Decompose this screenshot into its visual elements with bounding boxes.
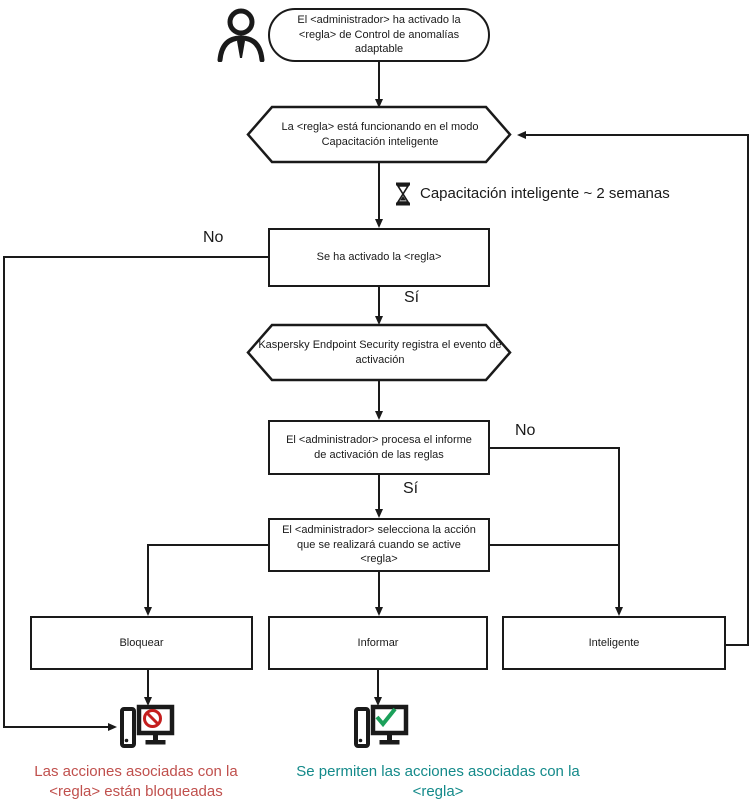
edge-label-yes-processed: Sí xyxy=(403,480,419,497)
hourglass-icon xyxy=(396,182,410,206)
node-rule-triggered: Se ha activado la <regla> xyxy=(268,228,490,287)
training-duration-label: Capacitación inteligente ~ 2 semanas xyxy=(420,185,670,202)
node-action-block: Bloquear xyxy=(30,616,253,670)
checkmark-icon xyxy=(375,707,397,728)
person-icon xyxy=(217,8,265,62)
node-training-mode: La <regla> está funcionando en el modo C… xyxy=(281,120,479,148)
edge-label-no-right: No xyxy=(515,422,536,439)
node-logs-event: Kaspersky Endpoint Security registra el … xyxy=(258,338,502,366)
outcome-blocked-text: Las acciones asociadas con la <regla> es… xyxy=(34,763,238,801)
node-start: El <administrador> ha activado la <regla… xyxy=(268,8,490,62)
computer-allowed-icon xyxy=(354,704,409,748)
node-processes-report: El <administrador> procesa el informe de… xyxy=(268,420,490,475)
node-selects-action: El <administrador> selecciona la acción … xyxy=(268,518,490,572)
edge-label-yes-triggered: Sí xyxy=(404,289,420,306)
computer-blocked-icon xyxy=(120,704,175,748)
outcome-allowed-text: Se permiten las acciones asociadas con l… xyxy=(296,763,580,801)
edge-label-no-left: No xyxy=(203,229,224,246)
prohibition-icon xyxy=(143,709,162,728)
node-action-inform: Informar xyxy=(268,616,488,670)
node-action-smart: Inteligente xyxy=(502,616,726,670)
